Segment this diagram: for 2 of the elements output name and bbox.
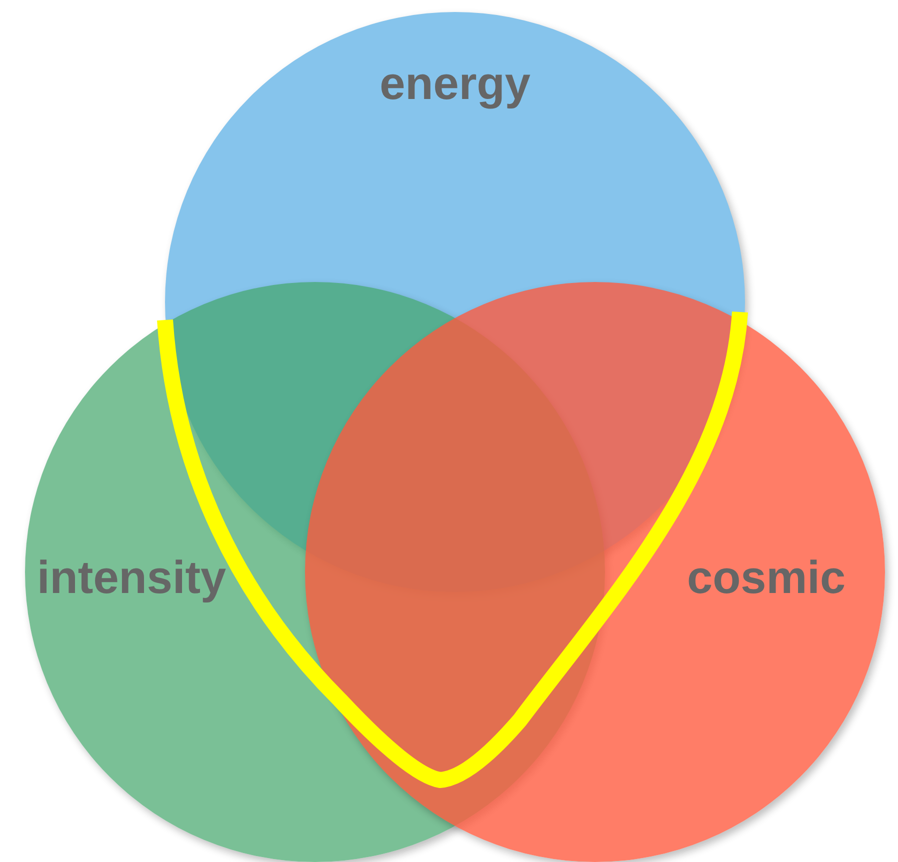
set-label: intensity [37, 554, 226, 600]
set-label: cosmic [687, 554, 846, 600]
